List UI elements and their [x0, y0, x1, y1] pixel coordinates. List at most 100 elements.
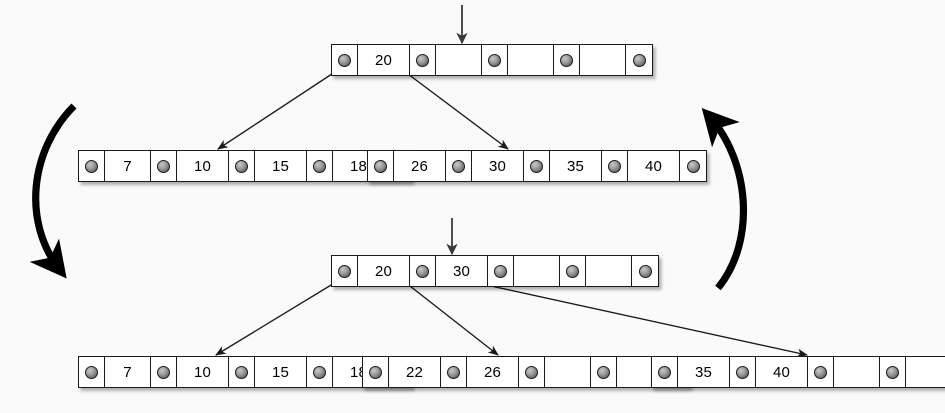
leaf-node-before-left[interactable]: 7 10 15 18: [78, 150, 412, 182]
pointer-dot-icon: [235, 365, 248, 379]
leaf-node-before-right[interactable]: 26 30 35 40: [367, 150, 707, 182]
empty-key-cell: [834, 357, 880, 387]
pointer-dot-icon: [886, 365, 899, 379]
pointer-dot-icon: [452, 159, 465, 173]
empty-key-cell: [580, 45, 626, 75]
pointer-cell: [79, 357, 105, 387]
pointer-cell: [446, 151, 472, 181]
pointer-cell: [441, 357, 467, 387]
empty-key-cell: [436, 45, 482, 75]
link-top-root-to-right-leaf: [399, 67, 509, 150]
key-value: 15: [271, 363, 290, 381]
key-cell: 35: [678, 357, 730, 387]
leaf-node-after-middle[interactable]: 22 26: [362, 356, 690, 388]
key-value: 20: [374, 51, 393, 69]
key-cell: 10: [177, 151, 229, 181]
key-value: 18: [349, 157, 368, 175]
pointer-dot-icon: [566, 264, 579, 278]
key-cell: 40: [628, 151, 680, 181]
pointer-dot-icon: [494, 264, 507, 278]
pointer-cell: [680, 151, 706, 181]
key-cell: 20: [358, 256, 410, 286]
pointer-cell: [488, 256, 514, 286]
pointer-cell: [519, 357, 545, 387]
key-value: 22: [405, 363, 424, 381]
pointer-cell: [307, 151, 333, 181]
pointer-cell: [151, 151, 177, 181]
pointer-cell: [880, 357, 906, 387]
pointer-cell: [410, 45, 436, 75]
empty-key-cell: [545, 357, 591, 387]
empty-key-cell: [906, 357, 945, 387]
pointer-cell: [332, 45, 358, 75]
pointer-dot-icon: [313, 159, 326, 173]
pointer-cell: [332, 256, 358, 286]
pointer-dot-icon: [416, 264, 429, 278]
pointer-cell: [602, 151, 628, 181]
pointer-dot-icon: [369, 365, 382, 379]
pointer-cell: [151, 357, 177, 387]
key-value: 40: [772, 363, 791, 381]
link-top-root-to-left-leaf: [217, 67, 342, 150]
key-cell: 7: [105, 151, 151, 181]
leaf-node-after-right[interactable]: 35 40: [651, 356, 945, 388]
pointer-cell: [554, 45, 580, 75]
key-value: 10: [193, 157, 212, 175]
empty-key-cell: [514, 256, 560, 286]
key-value: 15: [271, 157, 290, 175]
pointer-cell: [79, 151, 105, 181]
pointer-cell: [524, 151, 550, 181]
key-value: 10: [193, 363, 212, 381]
link-bottom-root-to-left-leaf: [215, 278, 342, 356]
pointer-dot-icon: [85, 365, 98, 379]
key-cell: 15: [255, 357, 307, 387]
key-value: 7: [123, 363, 132, 381]
pointer-cell: [229, 151, 255, 181]
key-value: 35: [694, 363, 713, 381]
key-value: 26: [483, 363, 502, 381]
key-cell: 10: [177, 357, 229, 387]
pointer-cell: [229, 357, 255, 387]
pointer-cell: [591, 357, 617, 387]
pointer-dot-icon: [560, 53, 573, 67]
key-cell: 30: [472, 151, 524, 181]
curved-arrow-left-downward: [29, 103, 77, 279]
pointer-dot-icon: [235, 159, 248, 173]
key-cell: 20: [358, 45, 410, 75]
pointer-cell: [652, 357, 678, 387]
key-cell: 40: [756, 357, 808, 387]
pointer-dot-icon: [488, 53, 501, 67]
pointer-dot-icon: [632, 53, 646, 67]
empty-key-cell: [508, 45, 554, 75]
key-cell: 30: [436, 256, 488, 286]
pointer-dot-icon: [686, 159, 700, 173]
pointer-dot-icon: [313, 365, 326, 379]
pointer-cell: [482, 45, 508, 75]
key-value: 30: [452, 262, 471, 280]
pointer-dot-icon: [374, 159, 387, 173]
pointer-cell: [368, 151, 394, 181]
key-cell: 26: [394, 151, 446, 181]
pointer-cell: [632, 256, 658, 286]
pointer-dot-icon: [597, 365, 610, 379]
key-value: 20: [374, 262, 393, 280]
key-cell: 7: [105, 357, 151, 387]
pointer-dot-icon: [814, 365, 827, 379]
key-value: 40: [644, 157, 663, 175]
pointer-dot-icon: [525, 365, 538, 379]
pointer-cell: [560, 256, 586, 286]
root-node-before[interactable]: 20: [331, 44, 653, 76]
pointer-dot-icon: [447, 365, 460, 379]
pointer-dot-icon: [157, 365, 170, 379]
pointer-cell: [307, 357, 333, 387]
pointer-dot-icon: [638, 264, 652, 278]
pointer-dot-icon: [530, 159, 543, 173]
key-cell: 35: [550, 151, 602, 181]
pointer-cell: [730, 357, 756, 387]
pointer-dot-icon: [736, 365, 749, 379]
key-value: 35: [566, 157, 585, 175]
pointer-dot-icon: [416, 53, 429, 67]
